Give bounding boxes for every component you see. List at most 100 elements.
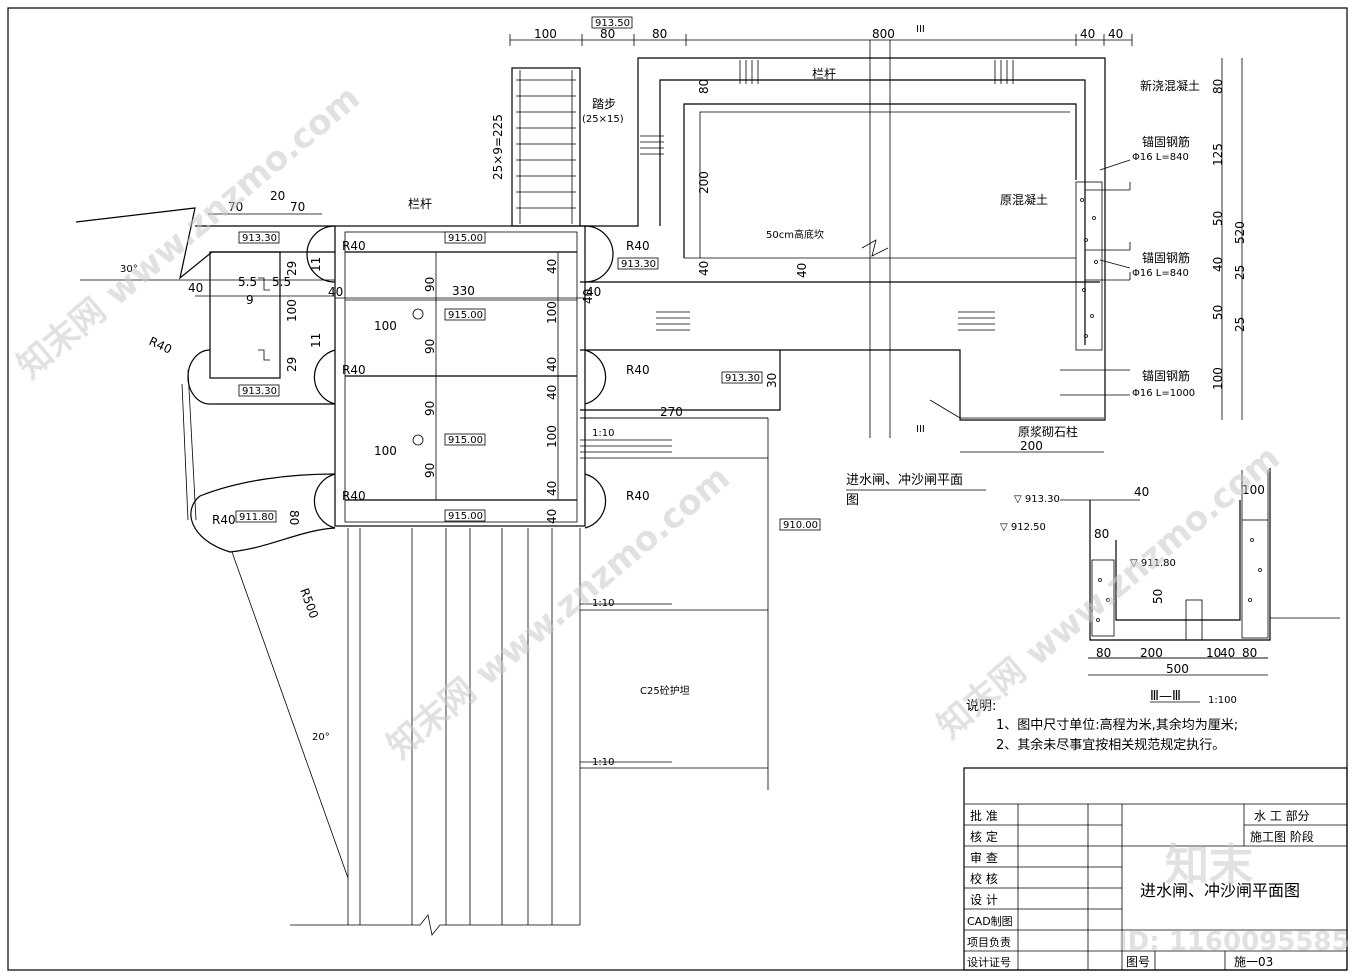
dim-w330: 330: [452, 284, 475, 298]
watermark: 知末网 www.znzmo.com 知末网 www.znzmo.com 知末网 …: [10, 78, 1350, 957]
dim-h90c: 90: [423, 401, 437, 416]
dim-top-40b: 40: [1108, 27, 1123, 41]
elevation-labels: 913.50 913.30 913.30 915.00 915.00 915.0…: [235, 16, 1176, 569]
dim-h200: 200: [697, 171, 711, 194]
radius-labels: R40 R40 R40 R40 R40 R40 R40 R40 R500: [147, 239, 650, 620]
dim-h90d: 90: [423, 463, 437, 478]
notes-heading: 说明:: [966, 699, 996, 714]
dim-top-100: 100: [534, 27, 557, 41]
dim-s11a: 11: [309, 257, 323, 272]
elev-gate-mid1: 915.00: [448, 310, 483, 321]
tb-department: 水 工 部分: [1254, 808, 1310, 823]
gate-chamber: [306, 225, 614, 529]
dim-r520: 520: [1233, 221, 1247, 244]
dim-r40: 40: [1211, 257, 1225, 272]
dim-h30: 30: [765, 373, 779, 388]
elev-left-bottom: 913.30: [242, 386, 277, 397]
left-wing: [75, 207, 581, 936]
watermark-id: ID: 1160095585: [1118, 927, 1350, 957]
label-steps-size: (25×15): [582, 114, 624, 125]
label-anchor-2: 锚固钢筋: [1142, 250, 1190, 265]
label-plan-title: 进水闸、冲沙闸平面: [846, 473, 963, 488]
dim-v40e: 40: [545, 509, 559, 524]
sheet-border: [7, 7, 1348, 971]
dim-left-70a: 70: [228, 200, 243, 214]
dim-w270: 270: [660, 405, 683, 419]
dim-r100: 100: [1211, 367, 1225, 390]
radius-r6: R40: [626, 489, 650, 503]
elev-top: 913.50: [595, 18, 630, 29]
label-new-concrete: 新浇混凝土: [1140, 78, 1200, 93]
dim-s11b: 11: [309, 333, 323, 348]
dim-s100: 100: [285, 299, 299, 322]
dim-s55b: 5.5: [272, 275, 291, 289]
label-slope-1: 1:10: [592, 428, 614, 439]
dim-top-80a: 80: [600, 27, 615, 41]
radius-r3: R40: [342, 363, 366, 377]
dim-sec-40: 40: [1134, 485, 1149, 499]
dim-top-40a: 40: [1080, 27, 1095, 41]
watermark-logo: 知末: [1165, 840, 1253, 891]
label-railing-top: 栏杆: [812, 66, 836, 81]
notes: 说明: 1、图中尺寸单位:高程为米,其余均为厘米; 2、其余未尽事宜按相关规范规…: [966, 699, 1238, 753]
label-angle-30: 30°: [120, 264, 138, 275]
tb-role-approve: 批 准: [970, 808, 998, 823]
title-block: 批 准 核 定 审 查 校 核 设 计 CAD制图 项目负责 设计证号 水 工 …: [963, 767, 1348, 971]
label-anchor-1-spec: Φ16 L=840: [1132, 152, 1189, 163]
elev-sec-2: ▽ 912.50: [1000, 522, 1046, 533]
elev-left-low: 911.80: [239, 512, 274, 523]
dim-h40b: 40: [581, 289, 595, 304]
elev-left-top: 913.30: [242, 233, 277, 244]
radius-r7: R40: [147, 334, 174, 357]
notes-line1: 1、图中尺寸单位:高程为米,其余均为厘米;: [996, 717, 1238, 733]
dim-r125: 125: [1211, 143, 1225, 166]
dim-w200: 200: [1020, 439, 1043, 453]
label-section-marker-top: III: [916, 24, 925, 35]
dim-sec-80: 80: [1094, 527, 1109, 541]
dim-h80: 80: [697, 79, 711, 94]
tb-role-check: 校 核: [970, 871, 998, 886]
dim-h90b: 90: [423, 339, 437, 354]
tb-role-verify: 核 定: [970, 829, 998, 844]
label-old-concrete: 原混凝土: [1000, 192, 1048, 207]
drawing-labels: 栏杆 栏杆 踏步 (25×15) 25×9=225 新浇混凝土 原混凝土 锚固钢…: [120, 24, 1237, 768]
dim-s29a: 29: [285, 261, 299, 276]
watermark-brand-2: 知末网 www.znzmo.com: [380, 458, 738, 767]
dim-d100b: 100: [374, 444, 397, 458]
dim-sec-b80a: 80: [1096, 646, 1111, 660]
dim-left-20: 20: [270, 189, 285, 203]
tb-drawing-no: 施一03: [1234, 955, 1273, 969]
dim-sec-b10: 10: [1206, 646, 1221, 660]
elev-sec-3: ▽ 911.80: [1130, 558, 1176, 569]
label-section-scale: 1:100: [1208, 695, 1237, 706]
elev-right-a: 913.30: [621, 259, 656, 270]
dim-v40b: 40: [545, 357, 559, 372]
label-anchor-3: 锚固钢筋: [1142, 368, 1190, 383]
label-sill: 50cm高底坎: [766, 228, 824, 241]
dim-l40b: 40: [328, 285, 343, 299]
dim-v100a: 100: [545, 301, 559, 324]
elev-gate-bottom: 915.00: [448, 511, 483, 522]
tb-stage: 施工图 阶段: [1250, 829, 1314, 844]
dim-v80: 80: [287, 510, 301, 525]
dim-v40f: 40: [795, 263, 809, 278]
dim-sec-50: 50: [1151, 589, 1165, 604]
tb-role-lead: 项目负责: [967, 935, 1011, 949]
dim-top-800: 800: [872, 27, 895, 41]
label-anchor-3-spec: Φ16 L=1000: [1132, 388, 1195, 399]
dim-l40a: 40: [188, 281, 203, 295]
dim-v40a: 40: [545, 259, 559, 274]
tb-role-review: 审 查: [970, 850, 998, 865]
label-slope-3: 1:10: [592, 757, 614, 768]
dimension-labels: 100 80 80 800 40 40 70 20 70 330 40 40 4…: [188, 27, 1265, 676]
label-anchor-1: 锚固钢筋: [1142, 134, 1190, 149]
radius-r4: R40: [626, 363, 650, 377]
label-plan-title-2: 图: [846, 493, 859, 508]
tb-role-cert: 设计证号: [967, 956, 1011, 969]
label-steps: 踏步: [592, 97, 616, 111]
elev-gate-mid2: 915.00: [448, 435, 483, 446]
radius-r2: R40: [626, 239, 650, 253]
dim-d100a: 100: [374, 319, 397, 333]
notes-line2: 2、其余未尽事宜按相关规范规定执行。: [996, 737, 1225, 753]
